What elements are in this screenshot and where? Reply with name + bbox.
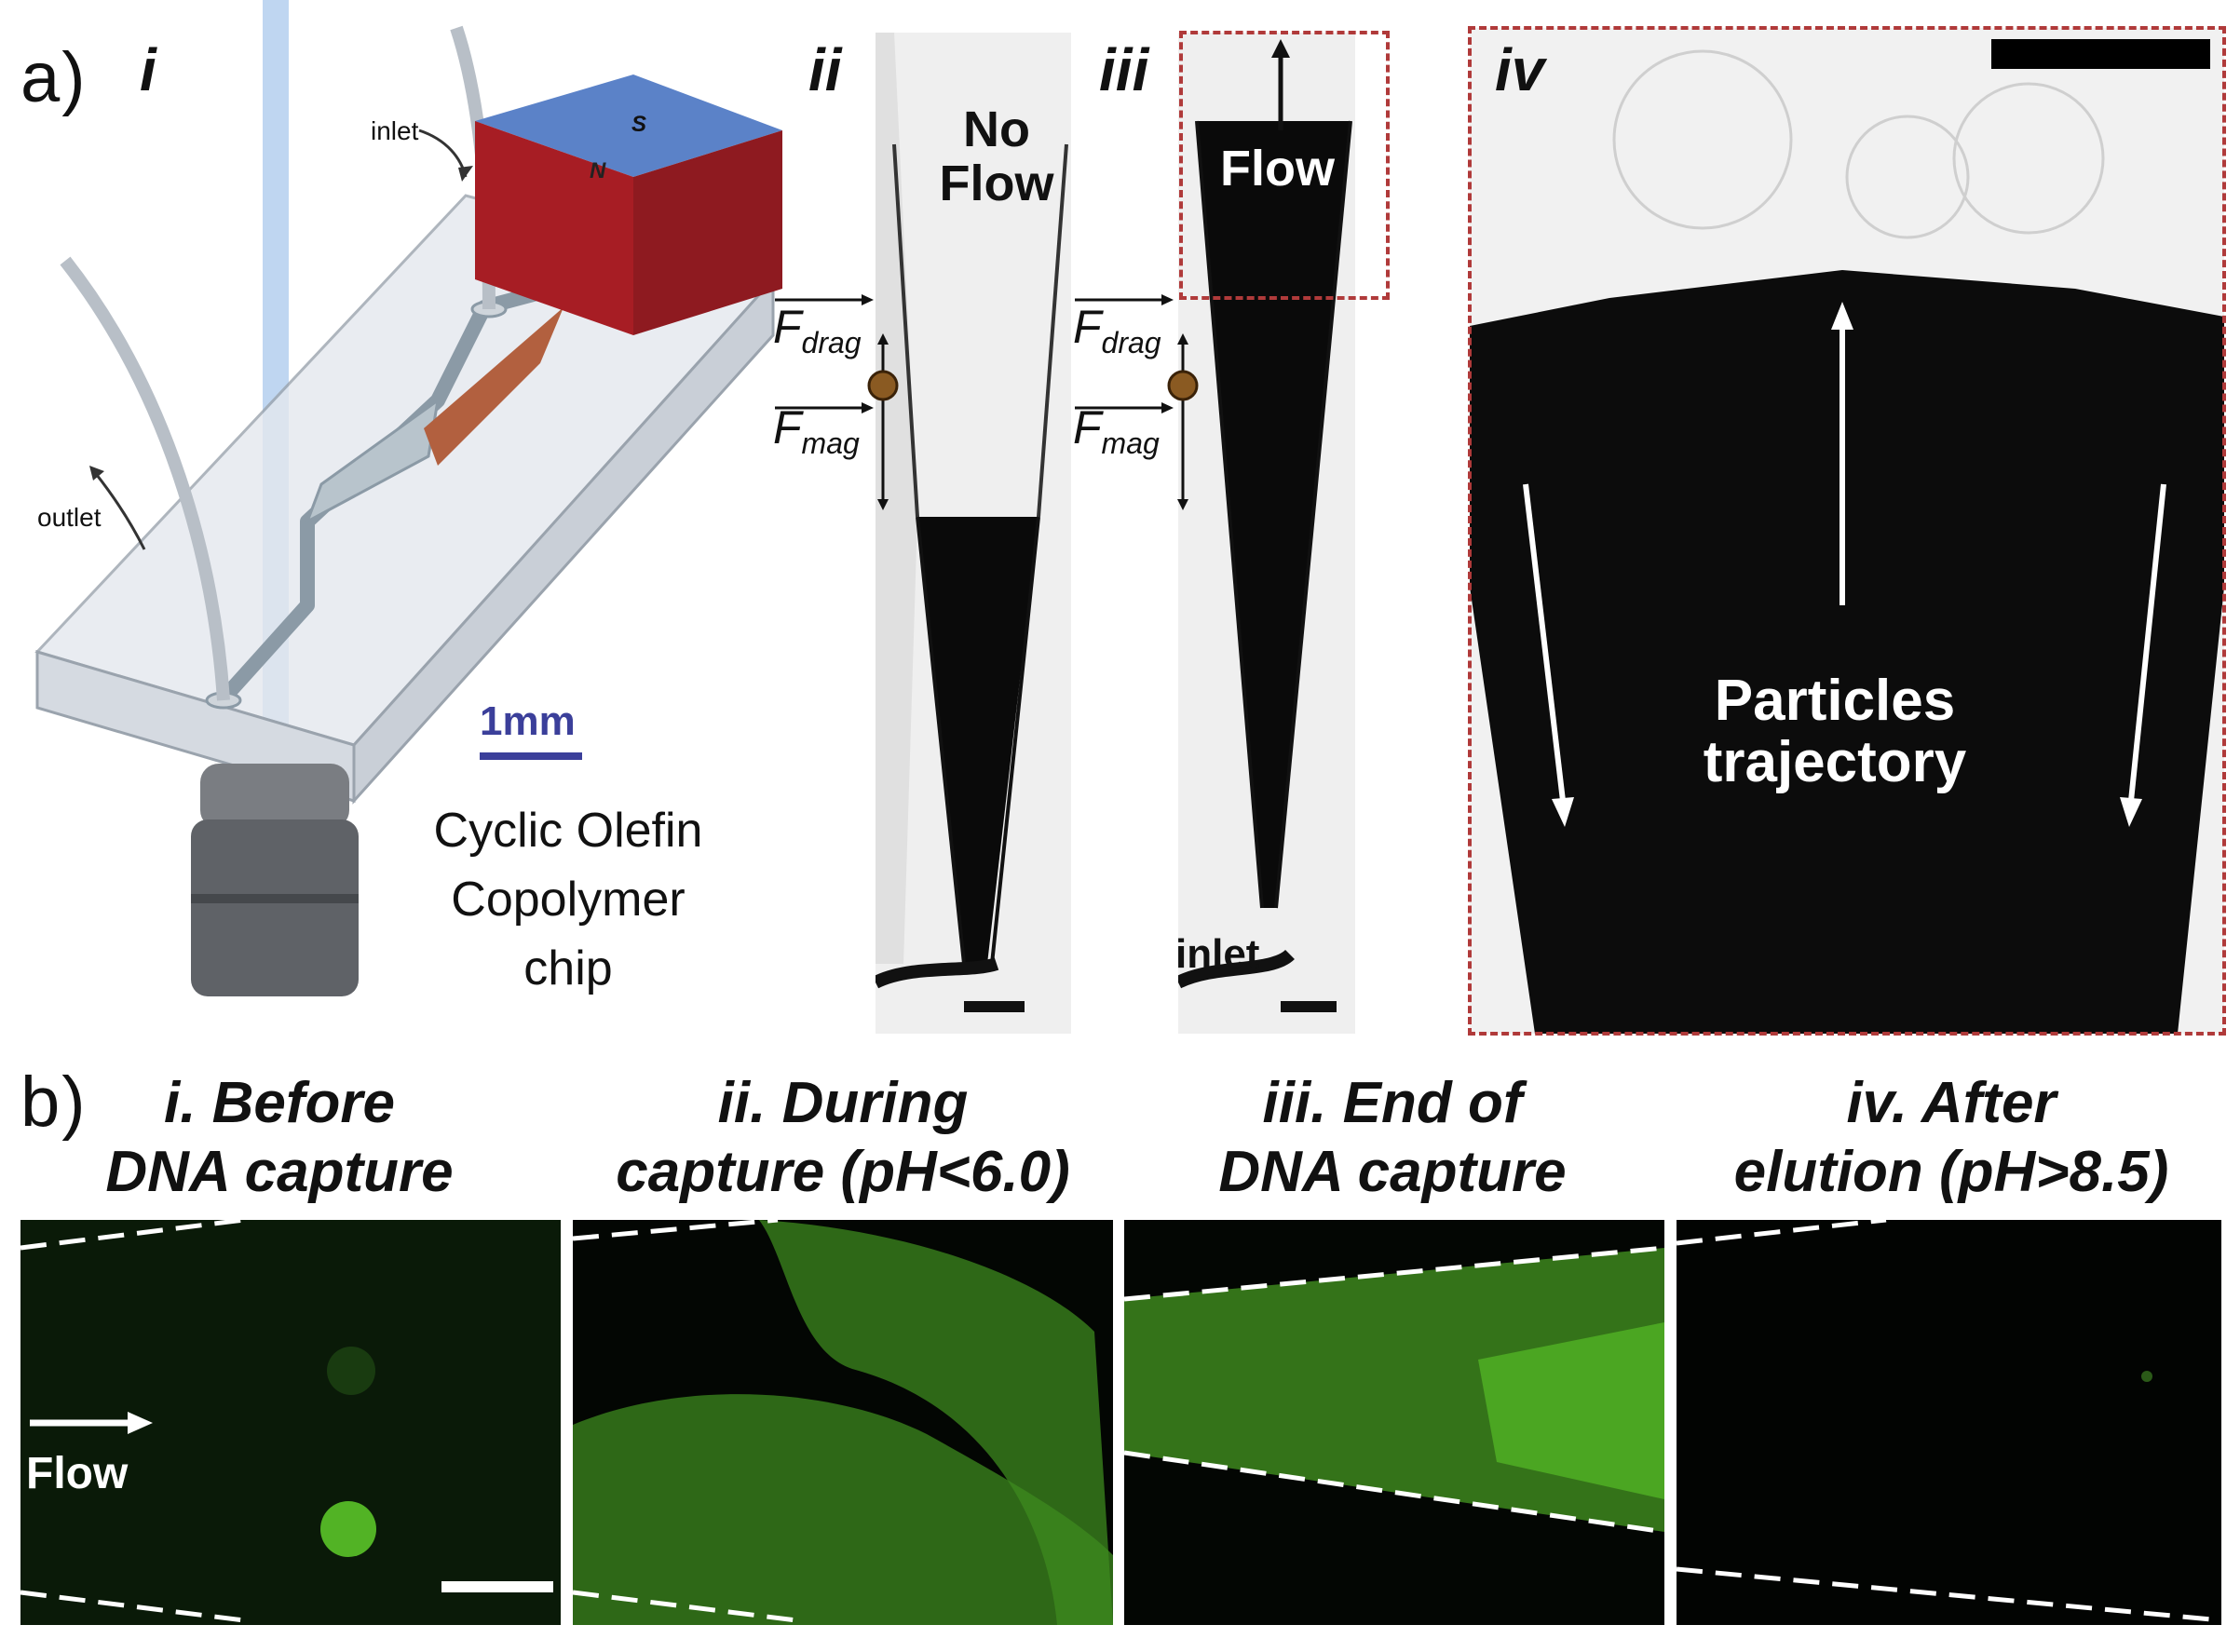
f-mag-main: F <box>1073 401 1102 454</box>
scale-bar <box>1991 39 2210 69</box>
chip-schematic <box>0 0 810 1034</box>
inlet-arrow <box>418 129 468 178</box>
scale-bar-1mm <box>480 752 582 760</box>
fluorescence-before-capture <box>20 1220 561 1625</box>
force-diagram-iii <box>1075 294 1199 510</box>
force-diagram-ii <box>775 294 899 510</box>
f-mag-label-ii: Fmag <box>773 400 860 461</box>
chip-schematic-drawing <box>34 0 782 996</box>
f-mag-main: F <box>773 401 802 454</box>
f-drag-sub: drag <box>1101 326 1161 359</box>
panel-b-iii-title-line2: DNA capture <box>1218 1140 1567 1205</box>
f-drag-main: F <box>773 301 802 353</box>
scale-bar <box>964 1001 1025 1012</box>
particle-bed <box>424 307 563 466</box>
fluorescence-during-capture <box>573 1220 1113 1625</box>
magnet-n-label: N <box>590 158 606 183</box>
panel-a-iv-label: iv <box>1495 36 1545 103</box>
fluorescence-end-capture <box>1124 1220 1664 1625</box>
panel-a-letter: a) <box>20 38 88 117</box>
panel-b-ii-title: ii. During capture (pH<6.0) <box>573 1069 1113 1208</box>
panel-a-ii-label: ii <box>808 36 842 103</box>
channel-chamber <box>305 397 441 525</box>
trajectory-line1: Particles <box>1714 669 1956 733</box>
f-mag-sub: mag <box>1101 427 1160 460</box>
particle-column <box>1197 121 1351 908</box>
panel-b-i-title-line1: i. Before <box>163 1071 396 1135</box>
chip-caption-line3: chip <box>523 941 613 995</box>
magnetic-particle <box>867 370 899 401</box>
particle-swarm <box>1470 270 2224 1034</box>
no-flow-line1: No <box>963 102 1030 157</box>
chip-caption: Cyclic Olefin Copolymer chip <box>382 796 754 1003</box>
chip-caption-line1: Cyclic Olefin <box>433 804 703 858</box>
flow-label-iii: Flow <box>1220 141 1335 196</box>
f-mag-label-iii: Fmag <box>1073 400 1160 461</box>
trajectory-label: Particles trajectory <box>1658 670 2012 793</box>
inlet-label-iii: inlet <box>1175 931 1260 977</box>
magnet-side <box>633 130 782 335</box>
outlet-arrow <box>91 469 146 550</box>
panel-a-iii-label: iii <box>1099 36 1149 103</box>
panel-b-iii-title: iii. End of DNA capture <box>1132 1069 1653 1208</box>
trajectory-line2: trajectory <box>1703 730 1967 794</box>
objective-body <box>191 819 359 996</box>
micrograph-flow <box>1178 33 1355 1034</box>
objective-cap <box>200 764 349 829</box>
panel-a-i-label: i <box>140 36 156 103</box>
outlet-label: outlet <box>37 503 102 532</box>
flow-label-b: Flow <box>26 1449 129 1498</box>
no-flow-line2: Flow <box>939 156 1054 211</box>
f-drag-label-ii: Fdrag <box>773 300 862 360</box>
panel-b-iii-title-line1: iii. End of <box>1262 1071 1523 1135</box>
inlet-label: inlet <box>371 116 419 145</box>
scale-bar <box>441 1581 553 1592</box>
scale-label: 1mm <box>480 698 576 744</box>
chip-caption-line2: Copolymer <box>451 873 686 927</box>
panel-b-iv-title-line2: elution (pH>8.5) <box>1733 1140 2169 1205</box>
magnet-front <box>475 121 633 335</box>
micrograph-zoom <box>1468 26 2226 1036</box>
panel-b-ii-title-line1: ii. During <box>717 1071 969 1135</box>
magnetic-particle <box>1167 370 1199 401</box>
f-drag-main: F <box>1073 301 1102 353</box>
panel-b-i-title-line2: DNA capture <box>105 1140 454 1205</box>
f-drag-label-iii: Fdrag <box>1073 300 1161 360</box>
panel-b-ii-title-line2: capture (pH<6.0) <box>616 1140 1070 1205</box>
panel-b-i-title: i. Before DNA capture <box>75 1069 484 1208</box>
f-drag-sub: drag <box>801 326 862 359</box>
panel-b-letter: b) <box>20 1063 88 1142</box>
f-mag-sub: mag <box>801 427 860 460</box>
chip-side-face <box>352 276 775 805</box>
magnet-top <box>475 74 782 177</box>
micrograph-no-flow <box>876 33 1071 1034</box>
outlet-tube <box>60 256 230 701</box>
panel-b-iv-title-line1: iv. After <box>1846 1071 2057 1135</box>
magnet-s-label: S <box>631 112 647 137</box>
no-flow-label: No Flow <box>922 102 1071 210</box>
scale-bar <box>1281 1001 1337 1012</box>
panel-b-iv-title: iv. After elution (pH>8.5) <box>1672 1069 2231 1208</box>
fluorescence-after-elution <box>1677 1220 2221 1625</box>
fluorescent-bead <box>320 1501 376 1557</box>
particle-plug <box>917 517 1039 964</box>
flow-up-arrow <box>1271 39 1290 130</box>
